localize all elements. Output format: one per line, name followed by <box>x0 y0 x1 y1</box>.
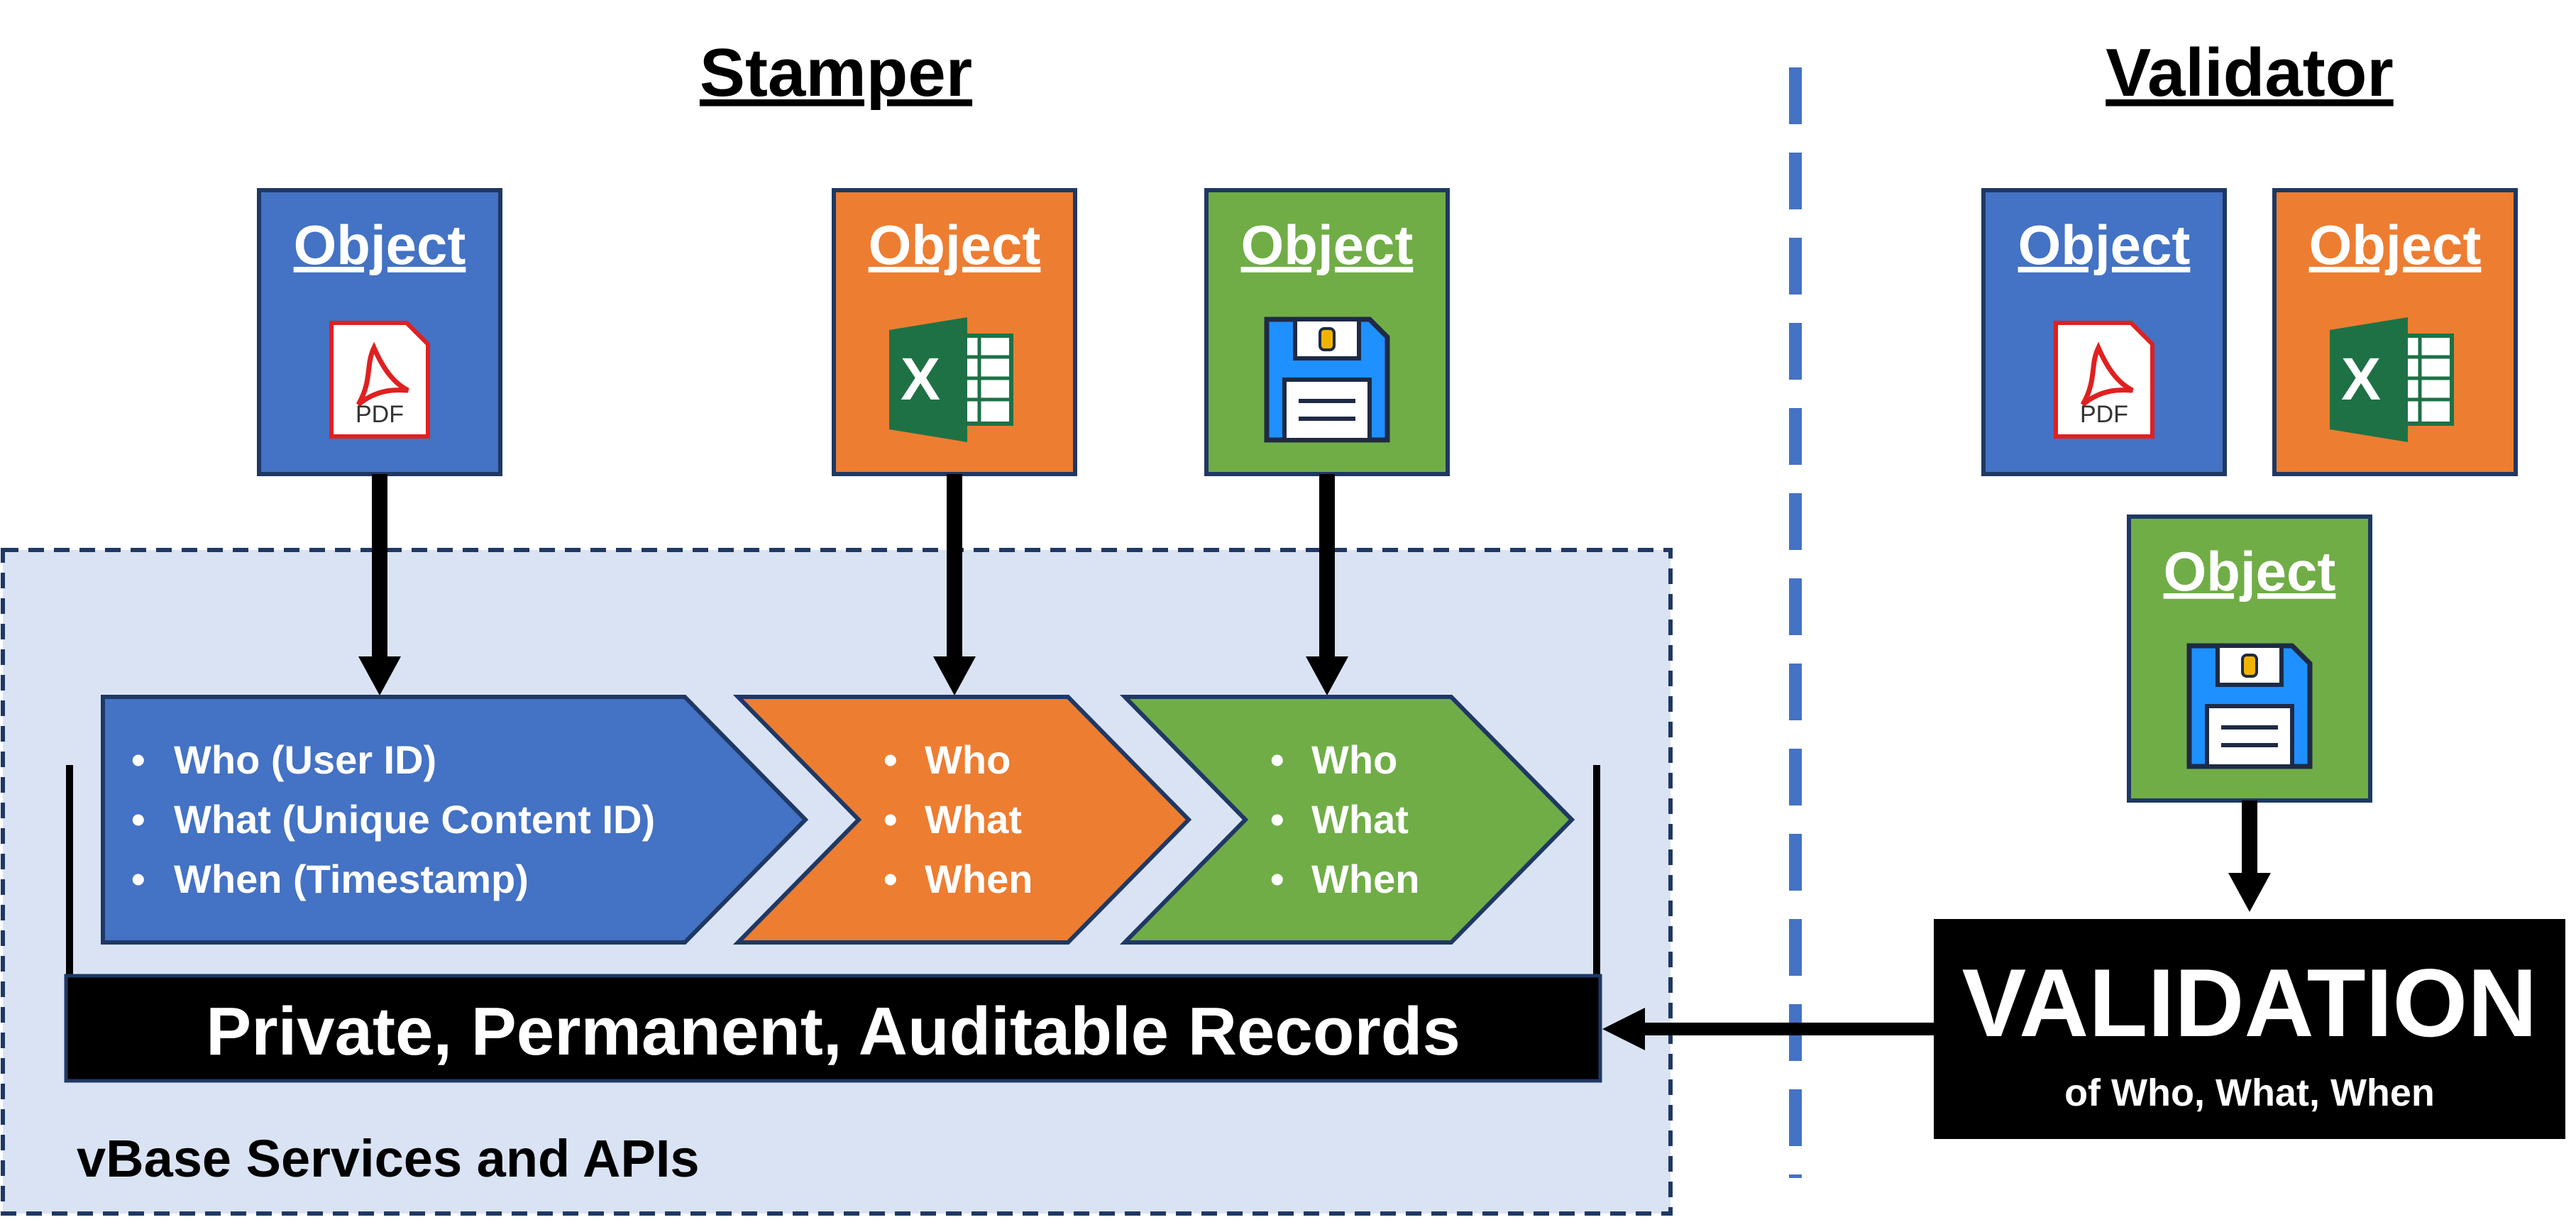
validator-object-card-excel: Object X <box>2272 188 2518 476</box>
object-card-pdf: Object PDF <box>257 188 502 476</box>
arrow-floppy-to-validation <box>2228 800 2271 912</box>
svg-text:•: • <box>1270 797 1284 842</box>
chevron-blue-item-what: What (Unique Content ID) <box>174 797 655 842</box>
vbase-services-label: vBase Services and APIs <box>77 1129 700 1188</box>
object-label: Object <box>869 214 1041 276</box>
chevron-green-item-what: What <box>1311 797 1409 842</box>
svg-text:•: • <box>131 857 145 901</box>
excel-icon: X <box>2330 317 2452 442</box>
floppy-disk-icon <box>2189 646 2310 766</box>
chevron-orange-item-what: What <box>925 797 1022 842</box>
svg-text:•: • <box>884 797 898 842</box>
svg-text:PDF: PDF <box>356 401 404 428</box>
object-label: Object <box>294 214 466 276</box>
chevron-green-item-when: When <box>1311 857 1419 901</box>
validation-title: VALIDATION <box>1962 949 2538 1057</box>
svg-text:•: • <box>1270 857 1284 901</box>
object-label: Object <box>2309 214 2482 276</box>
chevron-green: • Who • What • When <box>1119 695 1575 945</box>
validator-object-card-pdf: Object PDF <box>1981 188 2227 476</box>
validation-box <box>1934 919 2565 1139</box>
object-card-floppy: Object <box>1204 188 1450 476</box>
svg-text:•: • <box>131 737 145 782</box>
pdf-file-icon: PDF <box>2056 323 2152 436</box>
object-label: Object <box>2164 540 2336 603</box>
arrow-validation-to-records <box>1602 1008 1934 1050</box>
records-bar <box>64 974 1602 1083</box>
chevron-orange-item-who: Who <box>925 737 1011 782</box>
object-label: Object <box>1241 214 1414 276</box>
records-label: Private, Permanent, Auditable Records <box>206 994 1460 1069</box>
svg-text:•: • <box>884 737 898 782</box>
floppy-disk-icon <box>1267 319 1387 440</box>
validator-title: Validator <box>2106 35 2393 111</box>
chevron-green-item-who: Who <box>1311 737 1397 782</box>
chevron-blue-item-who: Who (User ID) <box>174 737 436 782</box>
chevron-blue: • Who (User ID) • What (Unique Content I… <box>101 695 809 945</box>
chevron-orange-item-when: When <box>925 857 1033 901</box>
chevron-blue-item-when: When (Timestamp) <box>174 857 529 901</box>
svg-text:X: X <box>901 346 940 412</box>
validator-object-card-floppy: Object <box>2127 515 2372 803</box>
svg-text:PDF: PDF <box>2080 401 2128 428</box>
svg-text:X: X <box>2341 346 2381 412</box>
chevron-orange: • Who • What • When <box>732 695 1192 945</box>
arrow-pdf-to-chevron <box>358 474 401 695</box>
svg-text:•: • <box>884 857 898 901</box>
object-label: Object <box>2018 214 2191 276</box>
validation-subtitle: of Who, What, When <box>2064 1072 2435 1114</box>
svg-text:•: • <box>131 797 145 842</box>
svg-text:•: • <box>1270 737 1284 782</box>
pdf-file-icon: PDF <box>331 323 428 436</box>
arrow-excel-to-chevron <box>933 474 976 695</box>
excel-icon: X <box>889 317 1011 442</box>
stamper-title: Stamper <box>700 35 972 111</box>
object-card-excel: Object X <box>832 188 1077 476</box>
arrow-floppy-to-chevron <box>1306 474 1348 695</box>
